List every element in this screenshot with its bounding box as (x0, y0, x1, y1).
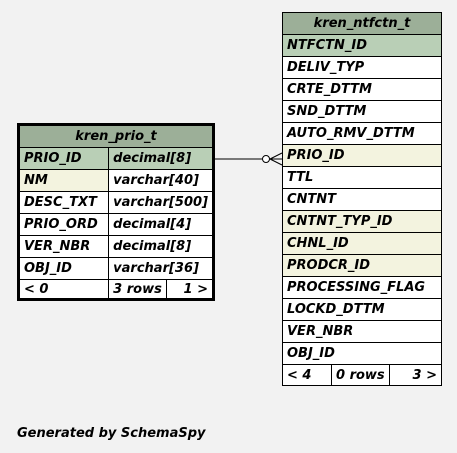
column-name: CHNL_ID (282, 232, 442, 255)
crows-foot-lower (269, 158, 283, 166)
crows-foot-upper (269, 152, 283, 160)
column-name: VER_NBR (282, 320, 442, 343)
generated-by-schemaspy[interactable]: Generated by SchemaSpy (17, 426, 206, 441)
column-type: varchar[36] (108, 257, 214, 280)
column-name: NM (17, 169, 110, 192)
optional-circle (262, 155, 270, 163)
table-kren-prio-t[interactable]: kren_prio_t PRIO_ID decimal[8] NM varcha… (17, 123, 215, 301)
parents-link[interactable]: < 0 (17, 279, 110, 300)
column-type: decimal[4] (108, 213, 214, 236)
column-name: PRIO_ID (17, 147, 110, 170)
row-count: 3 rows (108, 279, 167, 300)
column-type: decimal[8] (108, 147, 214, 170)
row-count: 0 rows (331, 364, 390, 386)
parents-link[interactable]: < 4 (282, 364, 332, 386)
column-name: PRIO_ORD (17, 213, 110, 236)
column-name: OBJ_ID (17, 257, 110, 280)
column-type: decimal[8] (108, 235, 214, 258)
children-link[interactable]: 3 > (388, 364, 443, 386)
table-kren-ntfctn-t[interactable]: kren_ntfctn_t NTFCTN_ID DELIV_TYP CRTE_D… (282, 12, 443, 386)
column-name: LOCKD_DTTM (282, 298, 442, 321)
column-name: DESC_TXT (17, 191, 110, 214)
column-name: CNTNT_TYP_ID (282, 210, 442, 233)
children-link[interactable]: 1 > (165, 279, 215, 300)
column-name: CRTE_DTTM (282, 78, 442, 101)
table-title[interactable]: kren_prio_t (18, 124, 214, 148)
column-name: PRODCR_ID (282, 254, 442, 277)
